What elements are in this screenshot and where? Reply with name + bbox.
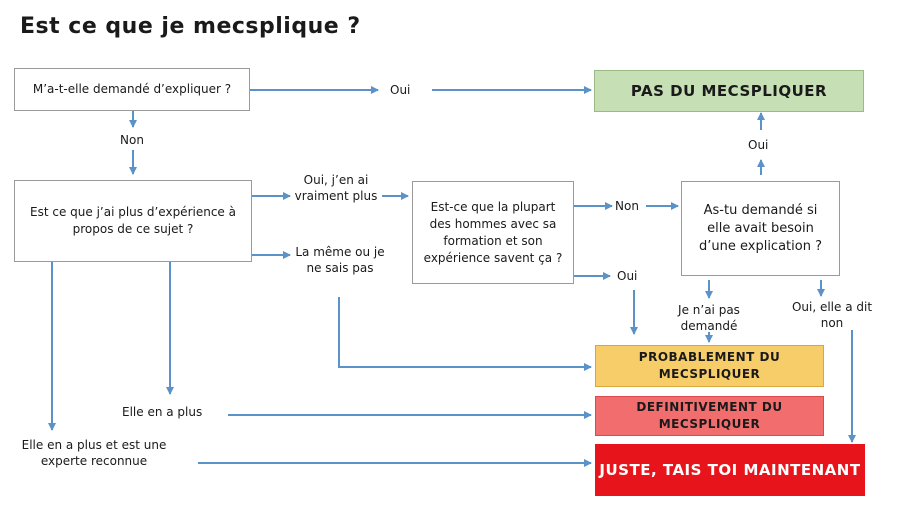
label-meme: La même ou je ne sais pas bbox=[295, 245, 385, 275]
label-pas-demande: Je n’ai pas demandé bbox=[678, 303, 740, 333]
result-pas-du-mecspliquer: PAS DU MECSPLIQUER bbox=[594, 70, 864, 112]
question-did-you-ask: As-tu demandé si elle avait besoin d’une… bbox=[681, 181, 840, 276]
result-juste-tais-toi: JUSTE, TAIS TOI MAINTENANT bbox=[595, 444, 865, 496]
label-oui-vraiment: Oui, j’en ai vraiment plus bbox=[294, 173, 378, 203]
label-elle-en-a-plus: Elle en a plus bbox=[122, 405, 203, 419]
label-non-2: Non bbox=[615, 199, 639, 213]
label-elle-experte: Elle en a plus et est une experte reconn… bbox=[21, 438, 167, 468]
question-asked-to-explain: M’a-t-elle demandé d’expliquer ? bbox=[14, 68, 250, 111]
label-non-1: Non bbox=[120, 133, 144, 147]
question-more-experience: Est ce que j’ai plus d’expérience à prop… bbox=[14, 180, 252, 262]
result-definitivement: DEFINITIVEMENT DU MECSPLIQUER bbox=[595, 396, 824, 436]
result-definitivement-text: DEFINITIVEMENT DU MECSPLIQUER bbox=[636, 400, 783, 431]
label-oui-top: Oui bbox=[390, 83, 411, 97]
question-asked-to-explain-text: M’a-t-elle demandé d’expliquer ? bbox=[32, 82, 232, 96]
label-oui-q4: Oui bbox=[748, 138, 769, 152]
page-title: Est ce que je mecsplique ? bbox=[20, 14, 361, 39]
label-oui-q3: Oui bbox=[617, 269, 638, 283]
question-most-men-know-text: Est-ce que la plupart des hommes avec sa… bbox=[423, 199, 563, 265]
question-more-experience-text: Est ce que j’ai plus d’expérience à prop… bbox=[30, 205, 236, 236]
result-probablement-text: PROBABLEMENT DU MECSPLIQUER bbox=[638, 350, 781, 381]
question-did-you-ask-text: As-tu demandé si elle avait besoin d’une… bbox=[699, 202, 822, 254]
result-juste-text: JUSTE, TAIS TOI MAINTENANT bbox=[599, 461, 861, 479]
result-probablement: PROBABLEMENT DU MECSPLIQUER bbox=[595, 345, 824, 387]
question-most-men-know: Est-ce que la plupart des hommes avec sa… bbox=[412, 181, 574, 284]
label-elle-a-dit-non: Oui, elle a dit non bbox=[791, 300, 873, 330]
result-pas-text: PAS DU MECSPLIQUER bbox=[630, 82, 828, 100]
